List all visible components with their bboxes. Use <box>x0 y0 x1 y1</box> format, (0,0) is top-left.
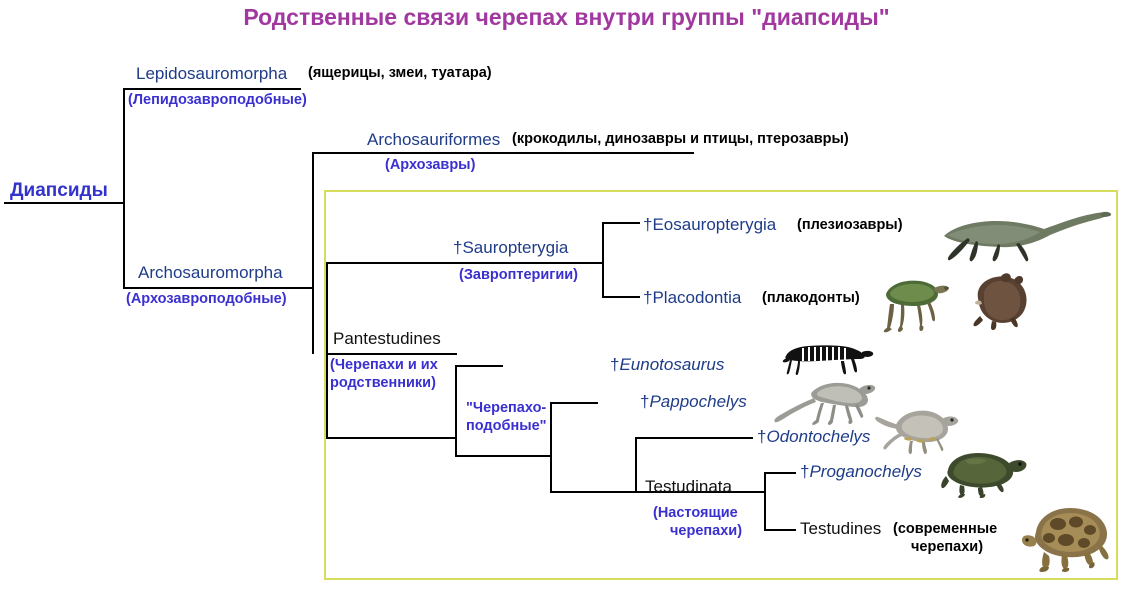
dagger-icon: † <box>643 288 653 307</box>
node-common-placodontia: (плакодонты) <box>762 290 860 306</box>
node-label-pappochelys-text: Pappochelys <box>649 392 747 411</box>
tortoise-photo <box>1022 498 1118 572</box>
dagger-icon: † <box>757 427 767 446</box>
tree-line-root-underline <box>4 202 124 204</box>
node-label-eosauropterygia: †Eosauropterygia <box>643 215 776 234</box>
node-label-archosauriformes: Archosauriformes <box>367 130 501 149</box>
node-common-testudines-line1: (современные <box>893 521 998 537</box>
tree-line-testudines <box>764 529 796 531</box>
tree-line-archosauriformes <box>312 152 694 154</box>
node-label-lepidosauromorpha: Lepidosauromorpha <box>136 64 288 83</box>
pantestudines-highlight-box <box>324 190 1118 580</box>
tree-line-archosauromorpha-vertical <box>312 152 314 354</box>
node-label-placodontia: †Placodontia <box>643 288 741 307</box>
placodont-green-illustration <box>880 272 954 334</box>
node-label-eunotosaurus: †Eunotosaurus <box>610 355 724 374</box>
node-russian-testudinata-line2: черепахи) <box>670 523 743 539</box>
tree-line-pappochelys <box>550 402 598 404</box>
node-label-odontochelys: †Odontochelys <box>757 427 870 446</box>
dagger-icon: † <box>800 462 810 481</box>
dagger-icon: † <box>640 392 650 411</box>
node-label-testudinata: Testudinata <box>645 477 732 496</box>
tree-line-pantestudines <box>327 353 457 355</box>
node-russian-lepidosauromorpha: (Лепидозавроподобные) <box>128 92 307 108</box>
node-russian-testudinata-line1: (Настоящие <box>653 505 738 521</box>
pappochelys-illustration <box>772 378 876 426</box>
dagger-icon: † <box>453 238 463 257</box>
tree-line-odontochelys <box>635 437 753 439</box>
node-russian-pantestudines-line2: родственники) <box>330 375 436 391</box>
node-label-sauropterygia: †Sauropterygia <box>453 238 568 257</box>
node-label-diapsida: Диапсиды <box>10 180 108 201</box>
node-russian-turtlelike-line1: "Черепахо- <box>466 400 547 416</box>
node-label-proganochelys: †Proganochelys <box>800 462 922 481</box>
node-common-lepidosauromorpha: (ящерицы, змеи, туатара) <box>308 65 492 81</box>
node-russian-sauropterygia: (Завроптеригии) <box>459 267 578 283</box>
dagger-icon: † <box>610 355 620 374</box>
tree-line-sauropterygia <box>326 262 603 264</box>
placodont-brown-illustration <box>966 272 1040 334</box>
tree-line-pappo-to-odonto-node <box>550 491 636 493</box>
tree-line-placodontia <box>602 296 640 298</box>
tree-line-turtlelike-to-pappo-node <box>455 455 551 457</box>
node-label-placodontia-text: Placodontia <box>652 288 742 307</box>
plesiosaur-illustration <box>934 200 1114 262</box>
dagger-icon: † <box>643 215 653 234</box>
node-label-pantestudines: Pantestudines <box>333 329 441 348</box>
tree-line-lepidosauromorpha <box>123 88 301 90</box>
eunotosaurus-skeleton-illustration <box>782 340 874 376</box>
page-title: Родственные связи черепах внутри группы … <box>243 4 890 30</box>
tree-line-archosauromorpha <box>123 287 314 289</box>
tree-line-eunotosaurus <box>455 365 503 367</box>
tree-line-turtlelike <box>326 437 456 439</box>
odontochelys-illustration <box>874 405 960 455</box>
tree-line-pappochelys-vertical <box>550 402 552 493</box>
node-common-eosauropterygia: (плезиозавры) <box>797 217 903 233</box>
node-russian-pantestudines-line1: (Черепахи и их <box>330 357 438 373</box>
node-common-testudines-line2: черепахи) <box>911 539 984 555</box>
node-label-testudines: Testudines <box>800 519 882 538</box>
node-label-sauropterygia-text: Sauropterygia <box>462 238 569 257</box>
tree-line-sauropterygia-vertical <box>602 222 604 298</box>
node-label-eunotosaurus-text: Eunotosaurus <box>619 355 725 374</box>
node-label-odontochelys-text: Odontochelys <box>766 427 871 446</box>
node-label-eosauropterygia-text: Eosauropterygia <box>652 215 777 234</box>
tree-line-proganochelys <box>764 472 796 474</box>
node-label-archosauromorpha: Archosauromorpha <box>138 263 283 282</box>
proganochelys-illustration <box>940 448 1030 498</box>
tree-line-testudinata <box>635 491 765 493</box>
tree-line-turtlelike-vertical <box>455 365 457 457</box>
node-russian-turtlelike-line2: подобные" <box>466 418 547 434</box>
node-label-proganochelys-text: Proganochelys <box>809 462 922 481</box>
tree-line-testudinata-vertical <box>764 472 766 531</box>
tree-line-odontochelys-vertical <box>635 437 637 493</box>
tree-line-root-vertical <box>123 88 125 288</box>
node-russian-archosauromorpha: (Архозавроподобные) <box>126 291 287 307</box>
node-label-pappochelys: †Pappochelys <box>640 392 747 411</box>
node-common-archosauriformes: (крокодилы, динозавры и птицы, птерозавр… <box>512 131 849 147</box>
tree-line-pantestudines-vertical <box>326 262 328 438</box>
node-russian-archosauriformes: (Архозавры) <box>385 157 476 173</box>
tree-line-eosauropterygia <box>602 222 640 224</box>
